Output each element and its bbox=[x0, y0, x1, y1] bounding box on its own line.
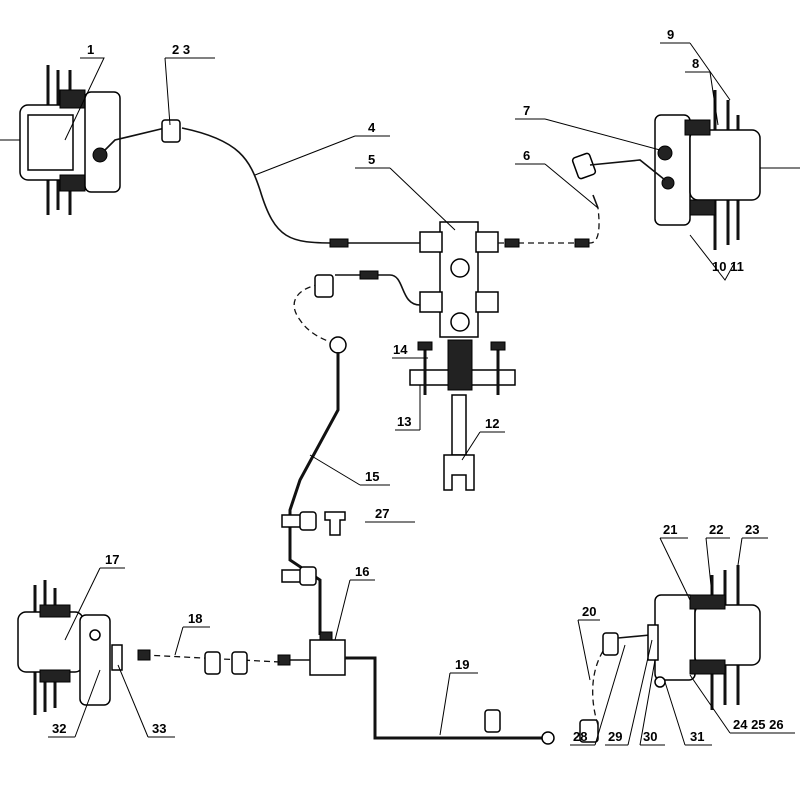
label-15: 15 bbox=[365, 469, 379, 484]
label-6: 6 bbox=[523, 148, 530, 163]
label-21: 21 bbox=[663, 522, 677, 537]
label-2-3: 2 3 bbox=[172, 42, 190, 57]
label-1: 1 bbox=[87, 42, 94, 57]
banjo-bolt-2-3 bbox=[161, 119, 181, 143]
label-28: 28 bbox=[573, 729, 587, 744]
tee-16 bbox=[309, 639, 346, 676]
label-17: 17 bbox=[105, 552, 119, 567]
label-30: 30 bbox=[643, 729, 657, 744]
label-10-11: 10 11 bbox=[712, 259, 744, 274]
fitting-15 bbox=[329, 336, 347, 354]
label-29: 29 bbox=[608, 729, 622, 744]
label-22: 22 bbox=[709, 522, 723, 537]
caliper-front-right bbox=[654, 90, 800, 250]
label-7: 7 bbox=[523, 103, 530, 118]
brake-hose-4 bbox=[181, 127, 336, 244]
caliper-rear-left bbox=[17, 580, 123, 715]
label-8: 8 bbox=[692, 56, 699, 71]
label-32: 32 bbox=[52, 721, 66, 736]
bolt-27 bbox=[324, 511, 346, 536]
label-31: 31 bbox=[690, 729, 704, 744]
label-9: 9 bbox=[667, 27, 674, 42]
label-33: 33 bbox=[152, 721, 166, 736]
label-24-25-26: 24 25 26 bbox=[733, 717, 784, 732]
label-16: 16 bbox=[355, 564, 369, 579]
distributor-valve-5 bbox=[409, 221, 516, 395]
leader-lines bbox=[48, 42, 795, 746]
caliper-front-left bbox=[0, 65, 121, 215]
label-23: 23 bbox=[745, 522, 759, 537]
label-27: 27 bbox=[375, 506, 389, 521]
label-20: 20 bbox=[582, 604, 596, 619]
push-rod-12 bbox=[443, 394, 475, 491]
label-14: 14 bbox=[393, 342, 408, 357]
label-13: 13 bbox=[397, 414, 411, 429]
label-4: 4 bbox=[368, 120, 376, 135]
label-12: 12 bbox=[485, 416, 499, 431]
caliper-rear-right bbox=[647, 565, 761, 710]
label-19: 19 bbox=[455, 657, 469, 672]
label-5: 5 bbox=[368, 152, 375, 167]
label-18: 18 bbox=[188, 611, 202, 626]
